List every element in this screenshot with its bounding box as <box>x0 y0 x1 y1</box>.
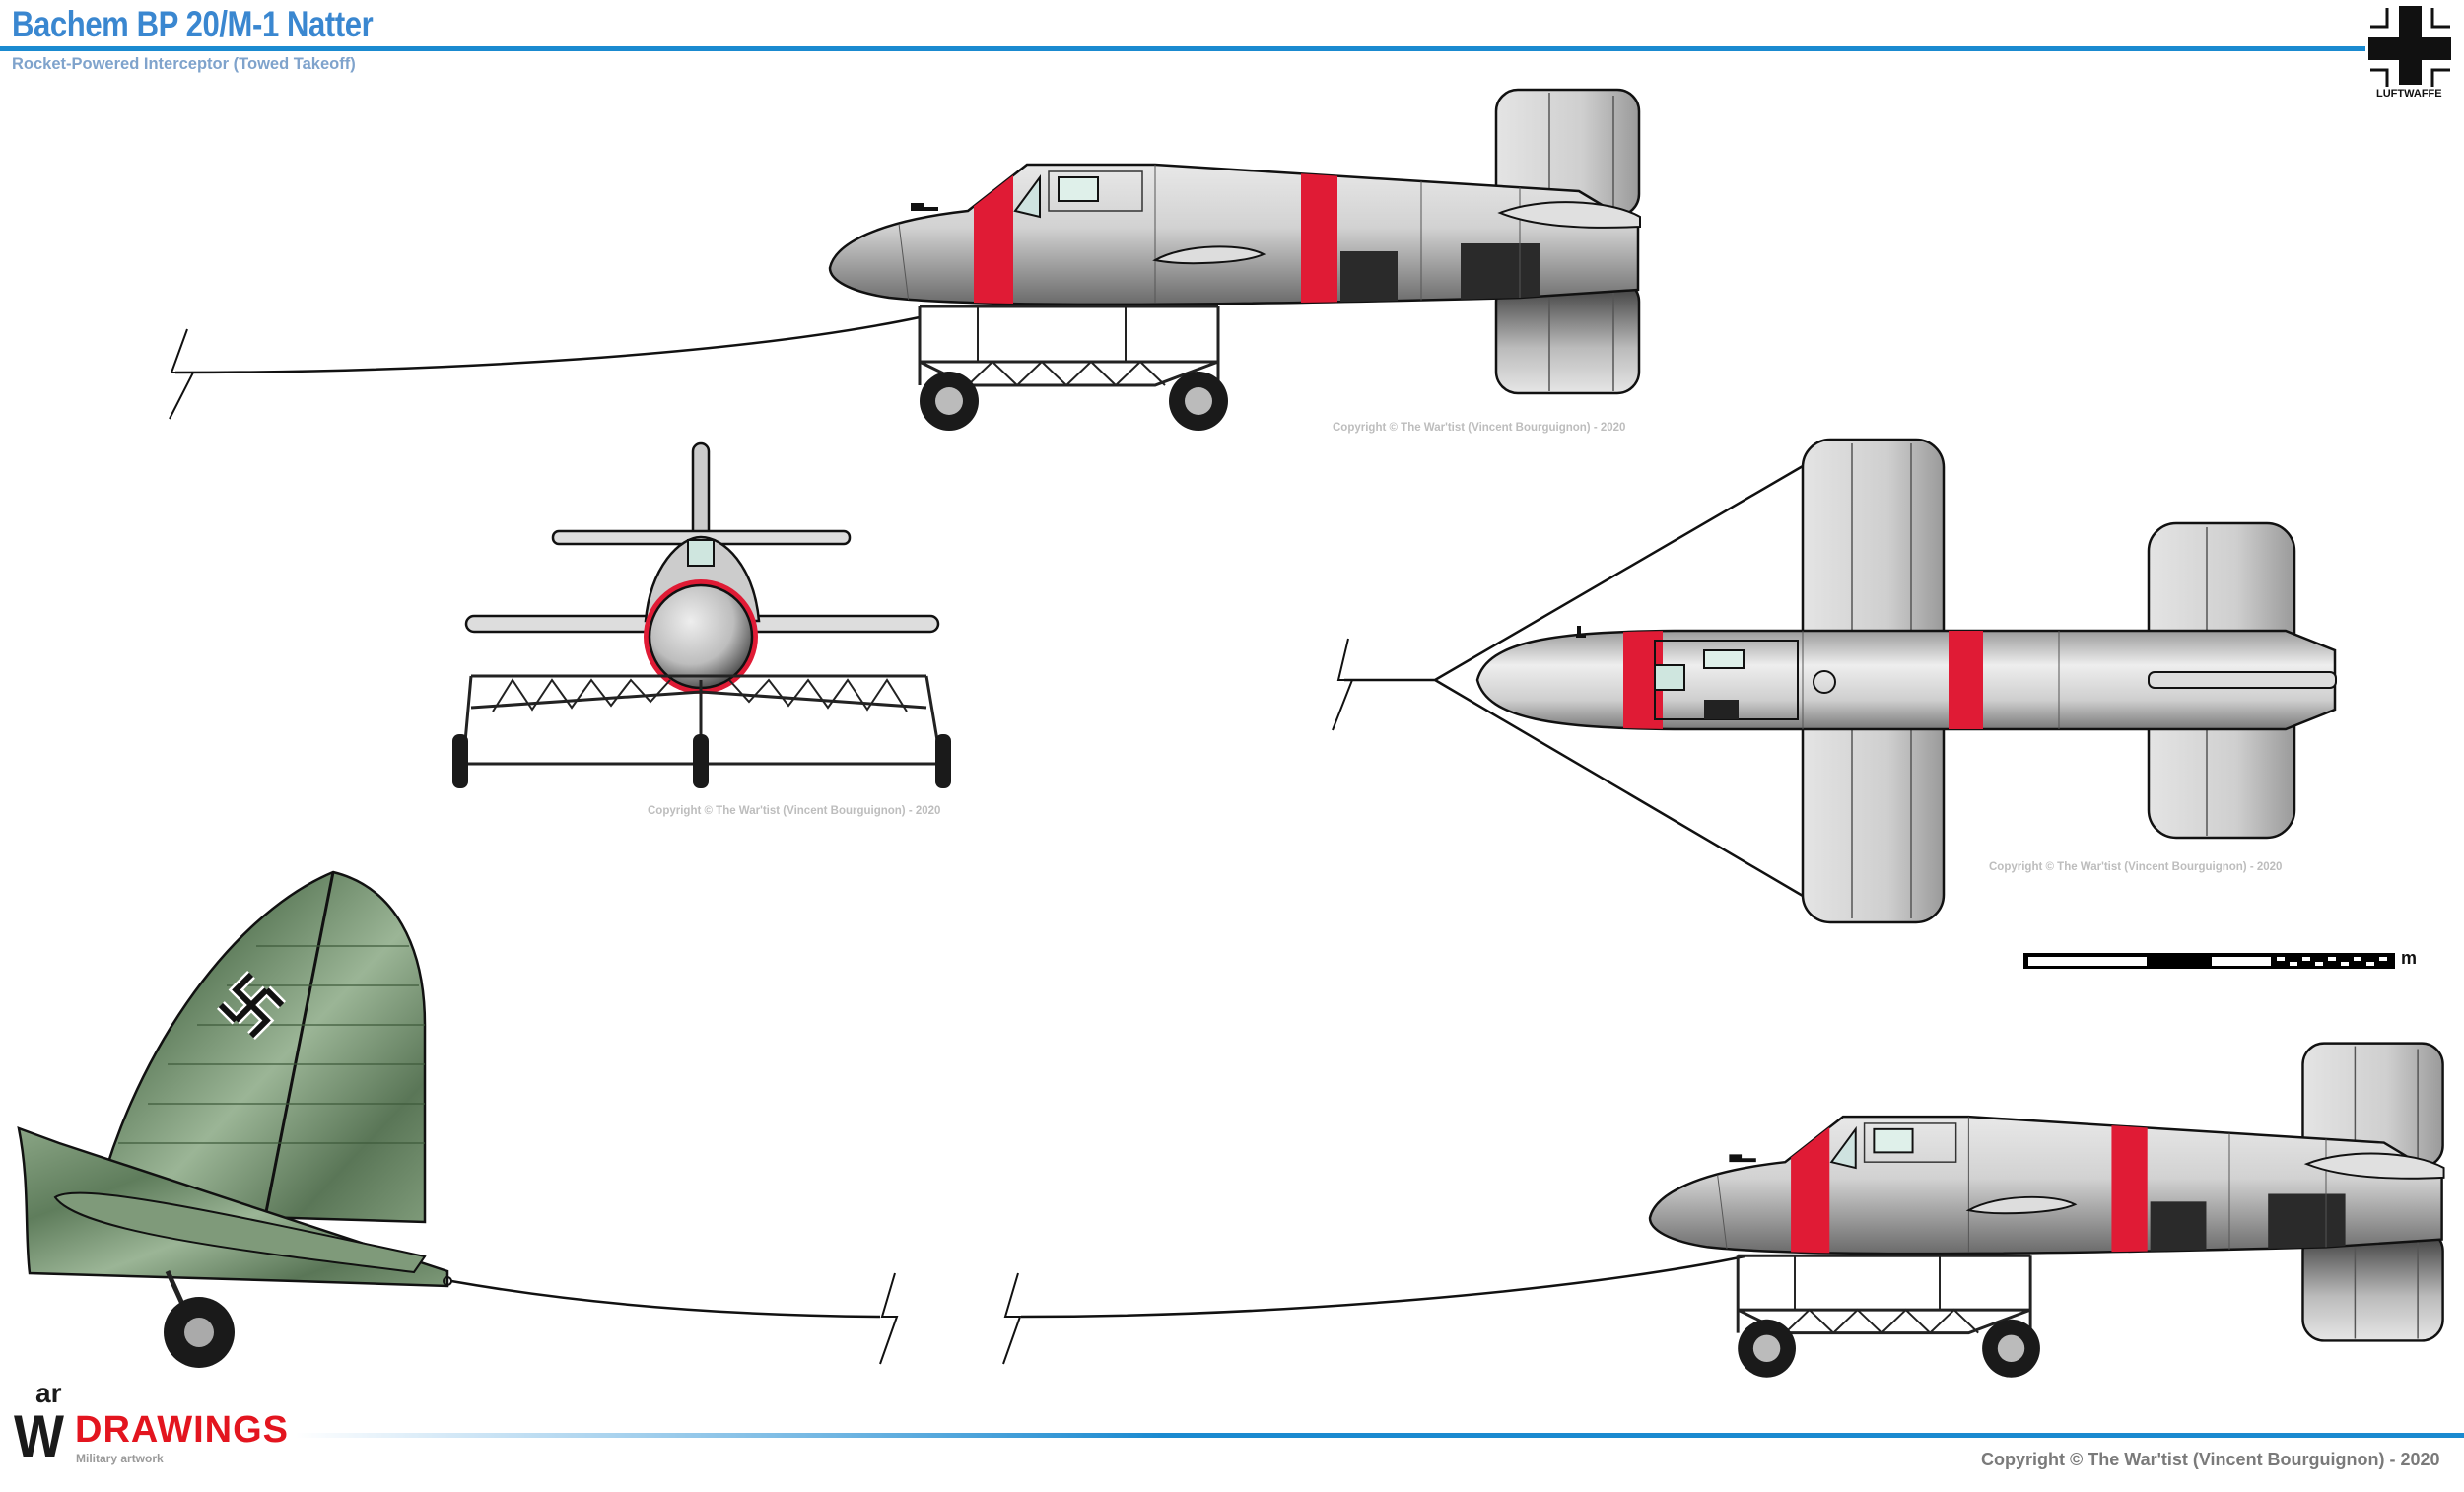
front-view-aircraft <box>452 441 951 788</box>
logo-drawings: DRAWINGS <box>75 1409 289 1451</box>
tow-cable-top <box>169 315 921 420</box>
canopy-window <box>1058 176 1099 202</box>
front-view-copyright: Copyright © The War'tist (Vincent Bourgu… <box>648 805 941 817</box>
wing <box>1152 245 1266 265</box>
tow-cable-topview <box>1332 464 1804 898</box>
header-rule <box>0 46 2365 51</box>
tow-aircraft-tail <box>17 870 452 1368</box>
scale-unit: m <box>2401 948 2418 968</box>
tailplane <box>1497 201 1641 229</box>
footer-rule <box>296 1433 2464 1438</box>
page-subtitle: Rocket-Powered Interceptor (Towed Takeof… <box>12 55 356 73</box>
side-view-copyright: Copyright © The War'tist (Vincent Bourgu… <box>1333 422 1626 434</box>
side-view-aircraft <box>828 88 1641 431</box>
top-view-copyright: Copyright © The War'tist (Vincent Bourgu… <box>1989 861 2283 873</box>
logo-ar: ar <box>35 1378 62 1408</box>
balkenkreuz-insignia <box>2368 6 2451 87</box>
launch-cart-front <box>461 674 943 766</box>
footer-copyright: Copyright © The War'tist (Vincent Bourgu… <box>1981 1450 2440 1469</box>
scale-bar <box>2023 953 2395 969</box>
logo-tagline: Military artwork <box>76 1452 164 1465</box>
tail-fin <box>93 870 427 1224</box>
swastika-marking <box>216 970 287 1041</box>
insignia-label: LUFTWAFFE <box>2376 88 2442 100</box>
red-band <box>1301 165 1337 305</box>
page-title: Bachem BP 20/M-1 Natter <box>12 4 374 44</box>
side-view-aircraft-bottom <box>1650 1044 2444 1378</box>
tow-cable-bottom <box>450 1255 1745 1365</box>
top-view-aircraft <box>1475 438 2337 924</box>
logo-w: W <box>14 1403 64 1469</box>
launch-cart <box>918 305 1220 387</box>
fuselage-front <box>648 583 754 690</box>
